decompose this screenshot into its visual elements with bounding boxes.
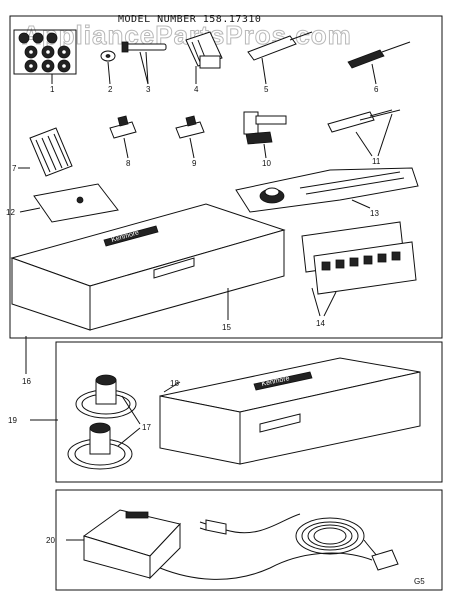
middle-panel-frame: [55, 341, 443, 483]
model-number: MODEL NUMBER 158.17310: [118, 14, 261, 25]
part-seam-ripper: [327, 109, 401, 157]
part-spool-felt: [100, 50, 116, 85]
part-screwdriver-large: [247, 31, 313, 85]
callout-7: 7: [12, 164, 17, 173]
footer-code: G5: [414, 577, 425, 586]
part-buttonhole-foot: [243, 111, 287, 159]
callout-9: 9: [192, 159, 197, 168]
part-cam-discs: [67, 374, 141, 470]
upper-panel-frame: [9, 15, 443, 339]
part-cam-cards: [301, 221, 417, 317]
callout-12: 12: [6, 208, 15, 217]
callout-numbers: 1 2 3 4 5 6 7 8 9 10 11 12 13 14 15 16 1…: [6, 85, 381, 545]
callout-14: 14: [316, 319, 325, 328]
callout-2: 2: [108, 85, 113, 94]
callout-20: 20: [46, 536, 55, 545]
callout-1: 1: [50, 85, 55, 94]
callout-16: 16: [22, 377, 31, 386]
part-screwdriver-small: [347, 41, 411, 85]
callout-13: 13: [370, 209, 379, 218]
part-circular-attachment: [235, 167, 419, 213]
part-spool-pin: [121, 41, 167, 85]
callout-15: 15: [222, 323, 231, 332]
callout-6: 6: [374, 85, 379, 94]
part-needle-pack: [185, 31, 223, 84]
callout-3: 3: [146, 85, 151, 94]
callout-19: 19: [8, 416, 17, 425]
part-throat-plate: [19, 183, 119, 223]
part-accessory-box: Kenmore: [10, 203, 286, 331]
part-bobbins: [13, 29, 77, 84]
part-kenmore-case: Kenmore: [159, 357, 421, 465]
lower-panel-frame: [55, 489, 443, 591]
callout-17: 17: [142, 423, 151, 432]
callout-8: 8: [126, 159, 131, 168]
callout-18: 18: [170, 379, 179, 388]
part-foot-control: [66, 509, 399, 580]
callout-11: 11: [372, 157, 381, 166]
part-presser-foot-b: [175, 115, 205, 159]
part-presser-foot-a: [109, 115, 137, 159]
callout-5: 5: [264, 85, 269, 94]
callout-4: 4: [194, 85, 199, 94]
callout-10: 10: [262, 159, 271, 168]
part-needle-card: [18, 127, 73, 177]
